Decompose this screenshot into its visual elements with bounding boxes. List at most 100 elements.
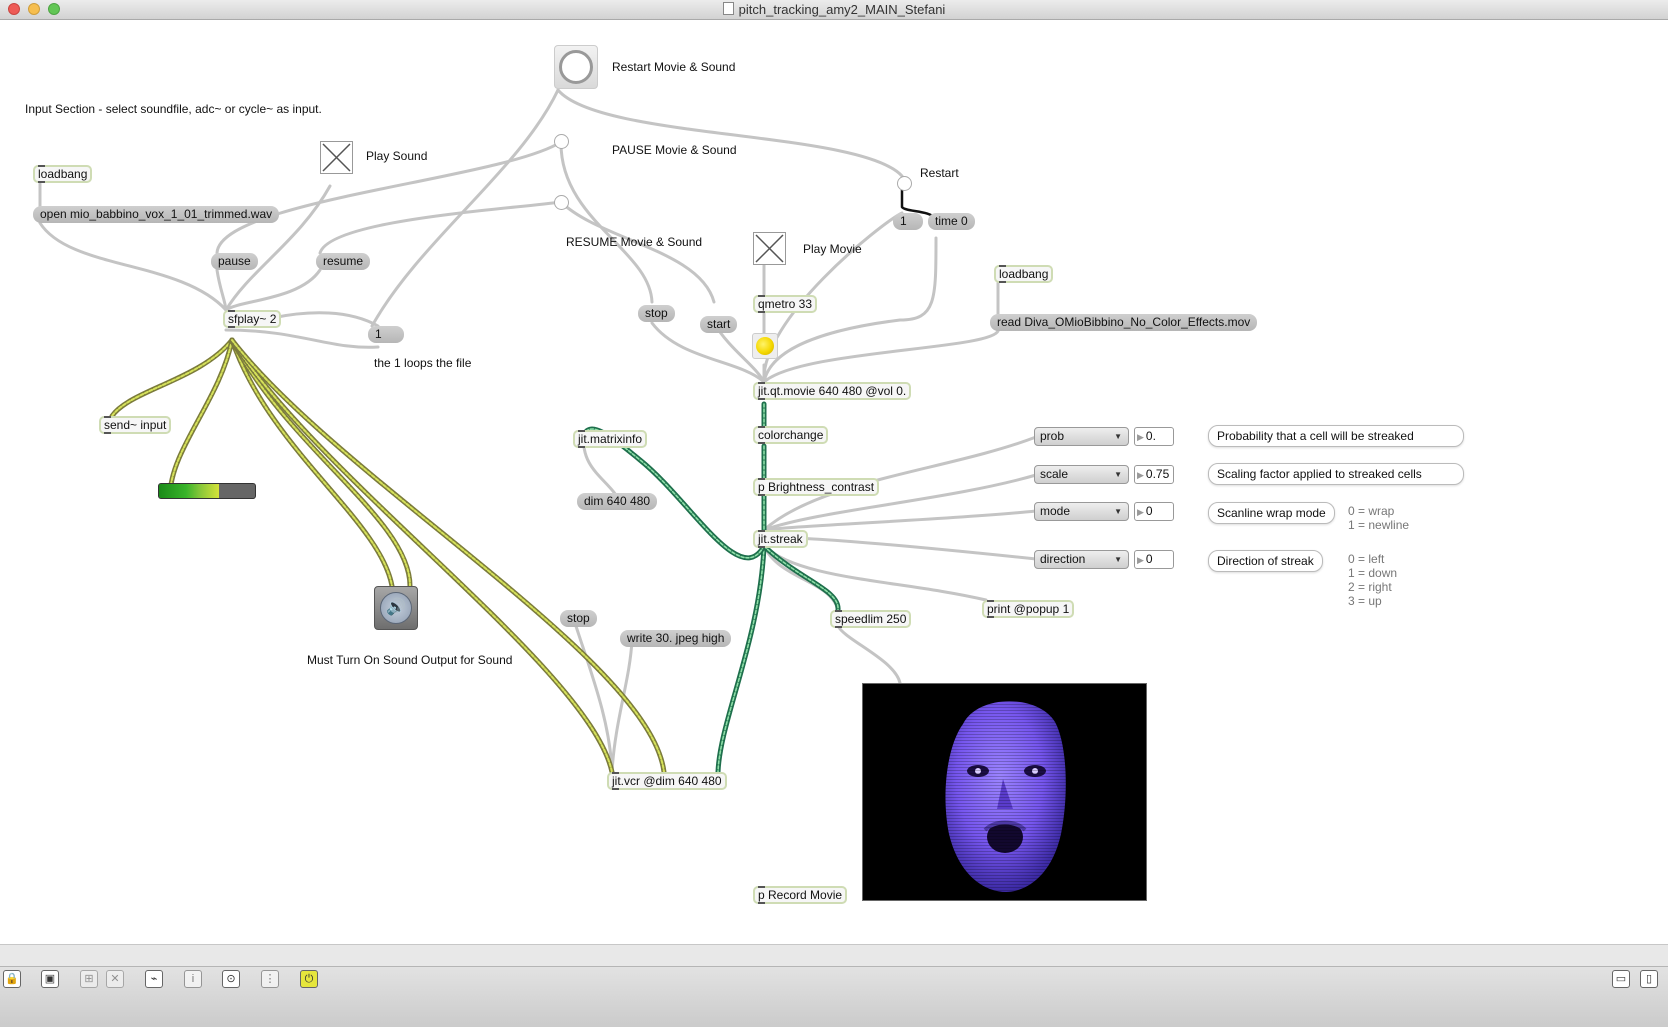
dim-message[interactable]: dim 640 480	[577, 493, 658, 510]
prob-description: Probability that a cell will be streaked	[1208, 425, 1464, 447]
sfplay-object[interactable]: sfplay~ 2	[223, 310, 282, 328]
speedlim-object[interactable]: speedlim 250	[830, 610, 912, 628]
qmetro-object[interactable]: qmetro 33	[753, 295, 818, 313]
cord	[224, 328, 380, 349]
cord	[610, 638, 634, 774]
send-input-object[interactable]: send~ input	[99, 416, 172, 434]
time-zero-message[interactable]: time 0	[928, 213, 975, 230]
close-window-button[interactable]	[8, 3, 20, 15]
loadbang-left[interactable]: loadbang	[33, 165, 93, 183]
prob-numbox[interactable]: ▶0.	[1134, 427, 1174, 446]
record-movie-object[interactable]: p Record Movie	[753, 886, 848, 904]
brightness-contrast-object[interactable]: p Brightness_contrast	[753, 478, 880, 496]
colorchange-object[interactable]: colorchange	[753, 426, 829, 444]
close-x-icon[interactable]: ✕	[106, 970, 124, 988]
zoom-window-button[interactable]	[48, 3, 60, 15]
info-icon[interactable]: i	[184, 970, 202, 988]
matrix-cord	[715, 543, 767, 775]
patcher-canvas[interactable]: Input Section - select soundfile, adc~ o…	[0, 20, 1668, 980]
mouth	[987, 821, 1023, 853]
print-popup-object[interactable]: print @popup 1	[982, 600, 1075, 618]
cord	[215, 140, 563, 255]
direction-numbox[interactable]: ▶0	[1134, 550, 1174, 569]
loops-comment: the 1 loops the file	[374, 356, 472, 370]
chevron-down-icon: ▼	[1114, 432, 1122, 441]
patch-cords	[38, 88, 1172, 775]
jit-vcr-object[interactable]: jit.vcr @dim 640 480	[607, 772, 727, 790]
prob-menu[interactable]: prob▼	[1034, 427, 1129, 446]
restart-bang-small[interactable]	[897, 176, 912, 191]
inspector-icon[interactable]: ⊙	[222, 970, 240, 988]
prob-value: 0.	[1145, 429, 1156, 443]
chevron-down-icon: ▼	[1114, 470, 1122, 479]
metro-led[interactable]	[752, 333, 778, 359]
object-grid-icon[interactable]: ⋮	[261, 970, 279, 988]
window-title-text: pitch_tracking_amy2_MAIN_Stefani	[738, 2, 946, 17]
scale-numbox[interactable]: ▶0.75	[1134, 465, 1174, 484]
presentation-icon[interactable]: ▣	[41, 970, 59, 988]
restart-one-message[interactable]: 1	[893, 213, 923, 230]
mode-description: Scanline wrap mode	[1208, 502, 1335, 524]
direction-menu[interactable]: direction▼	[1034, 550, 1129, 569]
bang-circle	[559, 50, 593, 84]
direction-description: Direction of streak	[1208, 550, 1323, 572]
minimize-window-button[interactable]	[28, 3, 40, 15]
window-title: pitch_tracking_amy2_MAIN_Stefani	[0, 2, 1668, 17]
cord	[215, 268, 228, 312]
debug-icon[interactable]: ⌁	[145, 970, 163, 988]
loadbang-right[interactable]: loadbang	[994, 265, 1054, 283]
cord	[836, 624, 902, 685]
jit-matrixinfo-object[interactable]: jit.matrixinfo	[573, 430, 648, 448]
scale-menu-label: scale	[1040, 467, 1069, 481]
document-icon	[722, 2, 734, 15]
right-pupil	[1032, 768, 1038, 774]
pause-message[interactable]: pause	[211, 253, 258, 270]
signal-cord	[231, 339, 665, 773]
start-movie-message[interactable]: start	[700, 316, 738, 333]
pause-bang-button[interactable]	[554, 134, 569, 149]
cord	[559, 200, 716, 304]
play-sound-toggle[interactable]	[320, 141, 353, 174]
grid-icon[interactable]: ⊞	[80, 970, 98, 988]
matrix-cord	[717, 545, 765, 773]
cord	[38, 221, 228, 312]
play-movie-toggle[interactable]	[753, 232, 786, 265]
stop-movie-message[interactable]: stop	[638, 305, 675, 322]
stop-vcr-message[interactable]: stop	[560, 610, 597, 627]
play-movie-comment: Play Movie	[803, 242, 862, 256]
jit-qt-movie-object[interactable]: jit.qt.movie 640 480 @vol 0.	[753, 382, 912, 400]
chevron-down-icon: ▼	[1114, 555, 1122, 564]
mode-menu[interactable]: mode▼	[1034, 502, 1129, 521]
resume-message[interactable]: resume	[316, 253, 371, 270]
resume-bang-button[interactable]	[554, 195, 569, 210]
audio-icon[interactable]: ⏻	[300, 970, 318, 988]
triangle-icon: ▶	[1137, 555, 1144, 565]
loop-one-message[interactable]: 1	[368, 326, 404, 343]
scale-menu[interactable]: scale ▼	[1034, 465, 1129, 484]
restart-bang-button[interactable]	[554, 45, 598, 89]
signal-cord	[169, 339, 233, 497]
play-sound-comment: Play Sound	[366, 149, 428, 163]
cord	[762, 435, 1038, 532]
signal-cord	[231, 339, 613, 773]
speaker-icon: 🔊	[380, 592, 412, 624]
split-view-icon[interactable]: ▭	[1612, 970, 1630, 988]
jit-pwindow-video[interactable]	[862, 683, 1147, 901]
cord	[650, 321, 766, 384]
mode-value: 0	[1145, 504, 1153, 518]
open-file-message[interactable]: open mio_babbino_vox_1_01_trimmed.wav	[33, 206, 280, 223]
scale-value: 0.75	[1145, 467, 1170, 481]
sidebar-icon[interactable]: ▯	[1640, 970, 1658, 988]
cord	[762, 473, 1038, 532]
signal-cord	[231, 339, 393, 587]
write-message[interactable]: write 30. jpeg high	[620, 630, 732, 647]
ezdac-button[interactable]: 🔊	[374, 586, 418, 630]
left-pupil	[975, 768, 981, 774]
jit-streak-object[interactable]: jit.streak	[753, 530, 808, 548]
mode-numbox[interactable]: ▶0	[1134, 502, 1174, 521]
read-movie-message[interactable]: read Diva_OMioBibbino_No_Color_Effects.m…	[990, 314, 1258, 331]
signal-cord	[109, 337, 235, 419]
direction-3: 3 = up	[1348, 594, 1382, 608]
lock-icon[interactable]: 🔒	[3, 970, 21, 988]
signal-cord	[111, 339, 233, 417]
